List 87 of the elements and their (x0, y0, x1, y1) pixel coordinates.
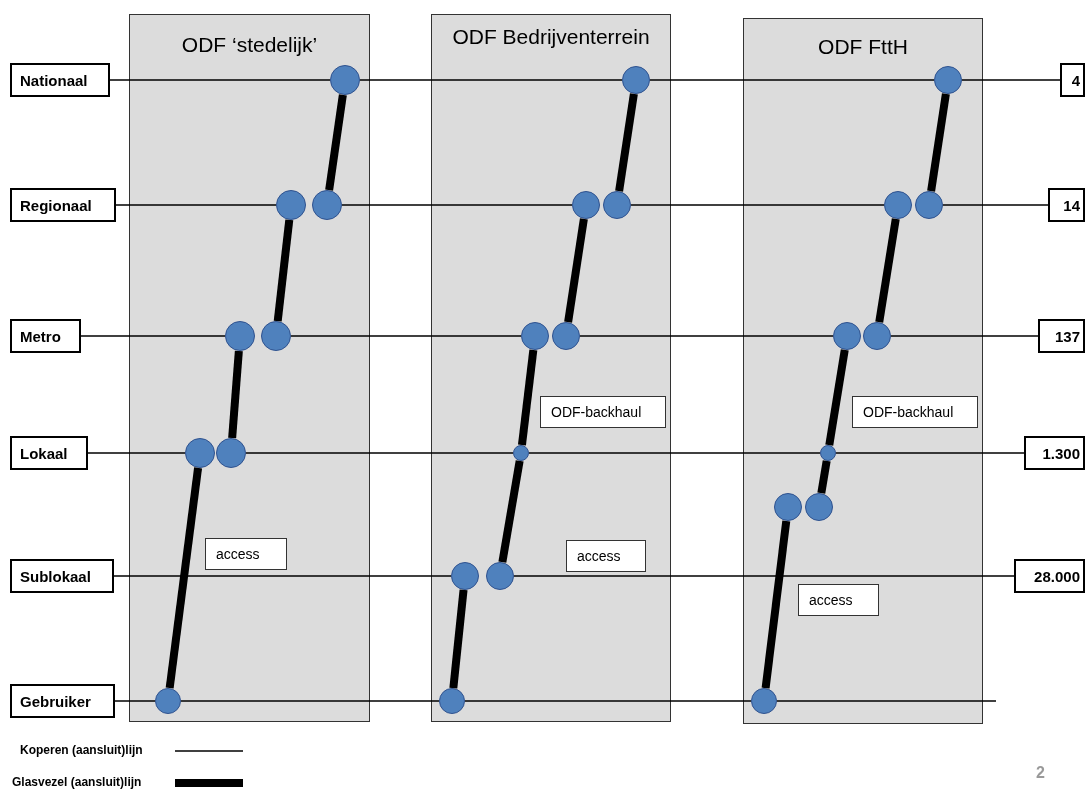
fiber-line (165, 467, 203, 689)
copper-line (649, 79, 935, 81)
fiber-line (498, 460, 524, 563)
node-circle (833, 322, 861, 350)
node-circle (774, 493, 802, 521)
node-circle (934, 66, 962, 94)
copper-line (113, 575, 452, 577)
fiber-line (325, 94, 347, 191)
node-circle (915, 191, 943, 219)
copper-line (776, 700, 997, 702)
node-circle (261, 321, 291, 351)
copper-line (464, 700, 752, 702)
node-circle (185, 438, 215, 468)
node-circle (572, 191, 600, 219)
node-circle (216, 438, 246, 468)
node-circle (805, 493, 833, 521)
text-box: ODF-backhaul (540, 396, 666, 428)
text-box: ODF-backhaul (852, 396, 978, 428)
legend-text: Glasvezel (aansluit)lijn (12, 775, 142, 789)
count-box: 14 (1048, 188, 1085, 222)
fiber-line (564, 218, 588, 323)
node-circle (552, 322, 580, 350)
copper-line (890, 335, 1039, 337)
copper-line (359, 79, 623, 81)
node-circle (884, 191, 912, 219)
copper-line (579, 335, 834, 337)
copper-line (109, 79, 331, 81)
node-circle (521, 322, 549, 350)
panel-background (431, 14, 671, 722)
copper-line (630, 204, 885, 206)
level-label-box: Gebruiker (10, 684, 115, 718)
panel-title: ODF Bedrijventerrein (451, 25, 651, 49)
node-circle (276, 190, 306, 220)
level-label-box: Nationaal (10, 63, 110, 97)
copper-line (80, 335, 226, 337)
level-label-box: Lokaal (10, 436, 88, 470)
text-box: access (798, 584, 879, 616)
fiber-line (825, 349, 849, 446)
node-circle (751, 688, 777, 714)
text-box: access (205, 538, 287, 570)
fiber-line (615, 93, 638, 192)
panel-background (743, 18, 983, 724)
count-box: 4 (1060, 63, 1085, 97)
node-circle (513, 445, 529, 461)
node-circle (820, 445, 836, 461)
panel-background (129, 14, 370, 722)
copper-line (341, 204, 573, 206)
node-circle (622, 66, 650, 94)
copper-line (115, 204, 277, 206)
node-circle (486, 562, 514, 590)
fiber-line (761, 520, 791, 689)
node-circle (312, 190, 342, 220)
panel-title: ODF FttH (817, 35, 909, 59)
fiber-line (273, 219, 294, 322)
node-circle (451, 562, 479, 590)
page-number: 2 (1036, 764, 1045, 782)
fiber-line (228, 350, 243, 439)
copper-line (835, 452, 1025, 454)
node-circle (155, 688, 181, 714)
copper-line (961, 79, 1061, 81)
node-circle (603, 191, 631, 219)
node-circle (330, 65, 360, 95)
fiber-line (817, 460, 831, 494)
legend-text: Koperen (aansluit)lijn (20, 743, 143, 757)
copper-line (114, 700, 156, 702)
fiber-line (517, 349, 538, 446)
fiber-line (875, 218, 900, 323)
copper-line (245, 452, 514, 454)
copper-line (513, 575, 1015, 577)
panel-title: ODF ‘stedelijk’ (180, 33, 319, 57)
count-box: 1.300 (1024, 436, 1085, 470)
copper-line (180, 700, 440, 702)
count-box: 28.000 (1014, 559, 1085, 593)
node-circle (439, 688, 465, 714)
copper-line (87, 452, 186, 454)
count-box: 137 (1038, 319, 1085, 353)
fiber-line (927, 93, 950, 192)
copper-line (528, 452, 821, 454)
level-label-box: Metro (10, 319, 81, 353)
fiber-line (449, 589, 468, 689)
node-circle (225, 321, 255, 351)
level-label-box: Regionaal (10, 188, 116, 222)
text-box: access (566, 540, 646, 572)
copper-line (942, 204, 1049, 206)
copper-line (290, 335, 522, 337)
node-circle (863, 322, 891, 350)
level-label-box: Sublokaal (10, 559, 114, 593)
